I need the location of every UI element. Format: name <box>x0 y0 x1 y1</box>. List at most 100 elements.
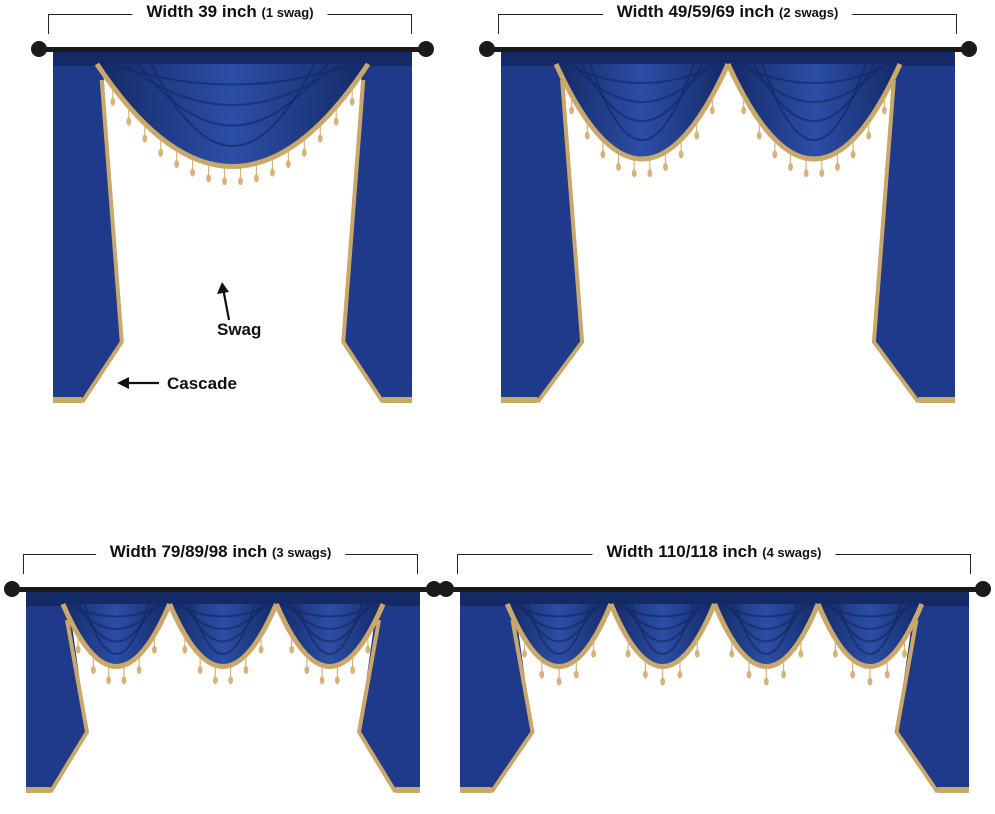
width-label: Width 39 inch (1 swag) <box>132 2 328 22</box>
bead <box>301 148 307 157</box>
swag-fold <box>110 63 355 86</box>
bead <box>647 169 653 178</box>
bead <box>190 168 196 177</box>
cascade-annotation: Cascade <box>167 374 237 393</box>
bead <box>126 117 132 126</box>
swag-arrow-icon <box>217 282 231 321</box>
left-cascade-hem <box>460 787 492 793</box>
bead <box>243 666 249 675</box>
swag-trim <box>553 62 731 162</box>
swag-trim <box>167 603 279 669</box>
bead <box>136 666 142 675</box>
curtain-illustration <box>4 581 442 794</box>
bead <box>106 676 112 685</box>
bead <box>182 645 188 654</box>
swag-trim <box>608 603 717 669</box>
bead <box>866 131 872 140</box>
bead <box>222 177 227 186</box>
bead <box>206 174 211 183</box>
swag-fold <box>625 603 700 643</box>
width-dimension: Width 49/59/69 inch (2 swags) <box>498 0 957 34</box>
bead <box>569 106 575 115</box>
right-cascade-hem <box>382 397 412 403</box>
curtain-rod <box>487 47 969 52</box>
bead <box>803 169 809 178</box>
rod-finial-right <box>418 41 434 57</box>
bead <box>850 150 856 159</box>
valance-header <box>460 590 969 606</box>
bead <box>75 645 81 654</box>
bead <box>158 148 164 157</box>
swag-annotation: Swag <box>217 320 262 339</box>
swag-fold <box>761 63 867 141</box>
rod-finial-left <box>438 581 454 597</box>
rod-finial-right <box>961 41 977 57</box>
bead <box>556 677 562 686</box>
swag-fold <box>832 603 908 643</box>
bead <box>254 174 259 183</box>
left-cascade-hem <box>53 397 83 403</box>
valance-header <box>501 50 955 66</box>
left-cascade-trim <box>80 79 124 404</box>
swag-fold <box>72 603 160 630</box>
curtain-illustration <box>438 581 991 794</box>
bead <box>349 97 355 106</box>
bead <box>258 645 264 654</box>
width-label: Width 110/118 inch (4 swags) <box>592 542 836 562</box>
swag-trim <box>94 62 371 169</box>
right-cascade-trim <box>894 619 940 794</box>
swag-trim <box>60 603 172 669</box>
bead <box>788 162 793 171</box>
bead <box>151 645 157 654</box>
bead <box>746 670 752 679</box>
curtain-rod <box>39 47 426 52</box>
bead <box>317 134 323 143</box>
bead <box>591 649 597 658</box>
bead <box>174 160 180 169</box>
curtain-illustration <box>31 41 434 404</box>
cascade-arrow-icon <box>117 377 159 389</box>
valance-panel-1: Width 39 inch (1 swag) Swag Cascade <box>31 0 434 440</box>
bead <box>625 649 631 658</box>
left-cascade <box>501 50 583 402</box>
bead <box>142 134 148 143</box>
bead <box>522 649 527 658</box>
bead <box>881 106 887 115</box>
bead <box>660 677 666 686</box>
right-cascade-hem <box>395 787 420 793</box>
bead <box>269 168 275 177</box>
swag-trim <box>712 603 821 669</box>
swag-fold <box>744 63 884 103</box>
bead <box>333 117 339 126</box>
bead <box>539 670 545 679</box>
swag-fold <box>136 63 329 127</box>
curtain-rod <box>12 587 434 592</box>
swag-fold <box>83 603 150 655</box>
bead <box>835 162 840 171</box>
bead <box>677 670 683 679</box>
right-cascade <box>873 50 955 402</box>
valance-header <box>53 50 412 66</box>
bead <box>600 150 606 159</box>
bead <box>741 106 747 115</box>
left-cascade-hem <box>501 397 538 403</box>
swag-fold <box>123 63 342 106</box>
right-cascade-hem <box>918 397 955 403</box>
swag-trim <box>815 603 925 669</box>
bead <box>832 649 838 658</box>
bead <box>631 169 637 178</box>
width-dimension: Width 39 inch (1 swag) <box>48 0 412 34</box>
swag-trim <box>504 603 614 669</box>
swag-fold <box>589 63 695 141</box>
swag-fold <box>580 63 704 122</box>
swag-fold <box>190 603 256 655</box>
bead <box>867 677 873 686</box>
swag-fold <box>516 603 602 630</box>
bead <box>678 150 684 159</box>
width-label: Width 79/89/98 inch (3 swags) <box>95 542 346 562</box>
swag-fold <box>521 603 597 643</box>
valance-panel-2: Width 49/59/69 inch (2 swags) <box>479 0 977 440</box>
left-cascade-trim <box>536 79 585 404</box>
bead <box>694 131 700 140</box>
bead <box>289 645 295 654</box>
